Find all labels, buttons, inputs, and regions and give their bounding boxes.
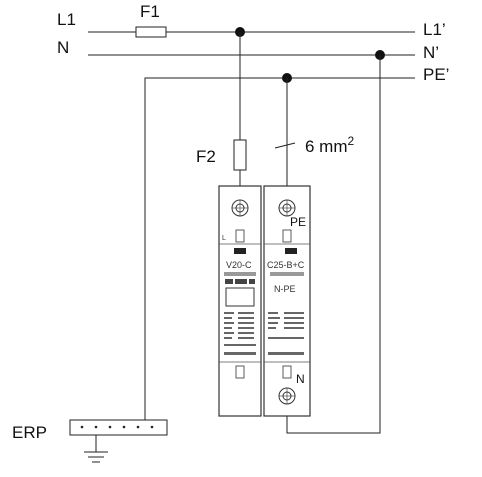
n-terminal-label: N — [296, 372, 305, 386]
n-label: N — [57, 38, 69, 57]
erp-label: ERP — [12, 423, 47, 442]
left-spec-block — [224, 312, 256, 355]
n-prime-label: N’ — [423, 43, 439, 62]
right-top-clamp — [282, 229, 292, 243]
f1-label: F1 — [140, 2, 160, 21]
left-bottom-clamp — [235, 365, 245, 379]
pe-terminal-label: PE — [290, 215, 306, 229]
l-terminal-label: L — [222, 235, 226, 242]
n-return-wire — [286, 55, 381, 434]
f2-label: F2 — [196, 147, 216, 166]
right-module-function: N-PE — [274, 284, 296, 294]
fuse-f2 — [233, 139, 247, 171]
fuse-f1 — [135, 26, 167, 38]
right-subtitle-bar — [270, 272, 304, 276]
cross-section-leader — [274, 142, 296, 149]
left-subtitle-bar — [224, 272, 256, 276]
right-brand-mark — [285, 248, 297, 254]
pe-conductor — [144, 77, 415, 425]
l1-prime-label: L1’ — [423, 20, 446, 39]
left-status-window — [225, 287, 255, 307]
left-logo-block-1 — [225, 279, 233, 284]
erp-terminals — [80, 425, 154, 429]
right-spec-block — [268, 312, 304, 355]
l1-label: L1 — [57, 10, 76, 29]
surge-protection-device: L PE V20-C C25-B+C N-PE — [218, 185, 311, 417]
left-top-clamp — [235, 229, 245, 243]
ground-icon — [84, 451, 108, 463]
right-module-model: C25-B+C — [267, 260, 305, 270]
left-logo-block-3 — [249, 279, 255, 284]
left-logo-block-2 — [235, 279, 247, 284]
left-brand-mark — [234, 248, 246, 254]
erp-busbar — [69, 419, 168, 436]
cross-section-label: 6 mm2 — [305, 134, 355, 156]
left-module-model: V20-C — [226, 260, 252, 270]
right-bottom-clamp — [282, 365, 292, 379]
pe-prime-label: PE’ — [423, 65, 449, 84]
